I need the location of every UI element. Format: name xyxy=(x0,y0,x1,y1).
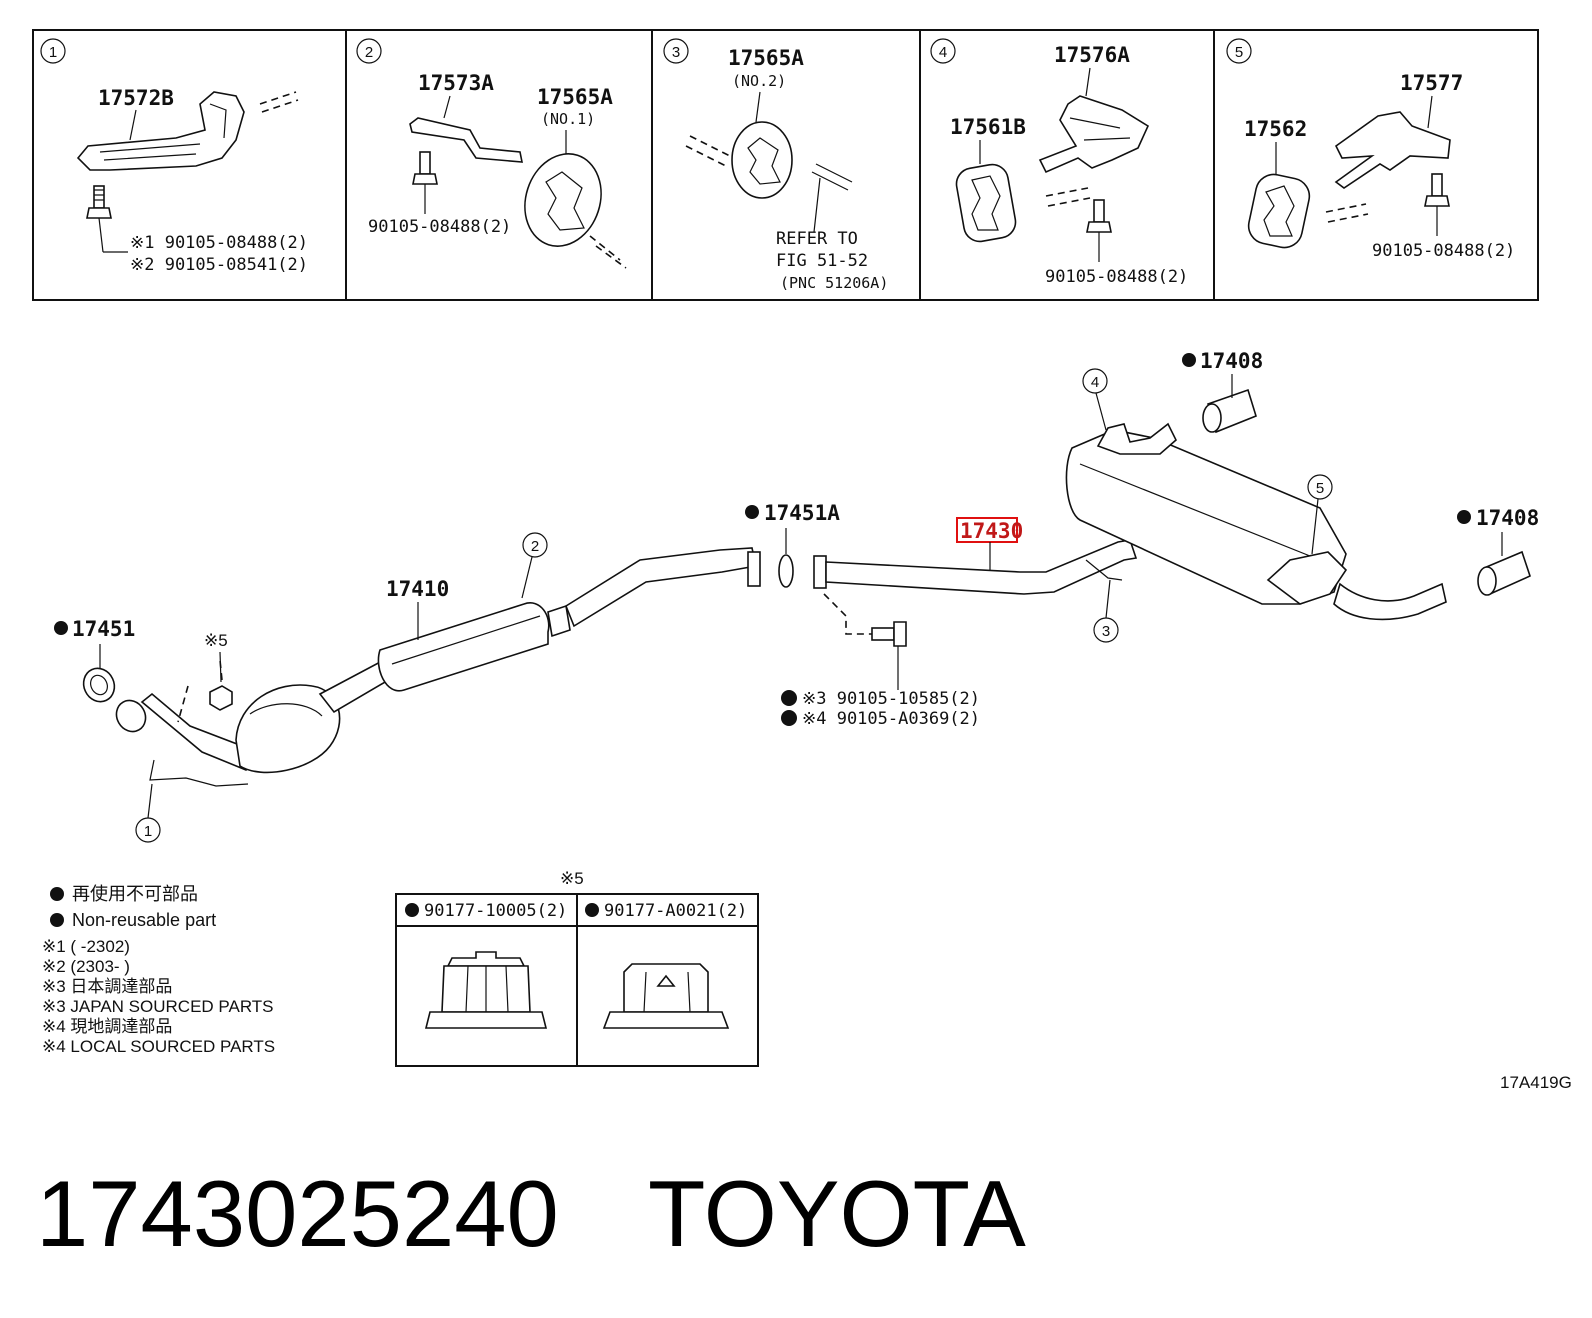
bolt-note-2: ※2 90105-08541(2) xyxy=(130,255,308,275)
legend-note-4-jp: ※4 現地調達部品 xyxy=(42,1017,172,1036)
bolt-icon xyxy=(412,151,438,185)
panel-1[interactable]: 1 17572B ※1 90105-08488(2) ※2 90105-0854… xyxy=(40,38,308,275)
part-label-17572B[interactable]: 17572B xyxy=(98,86,174,110)
nut-part-2[interactable]: 90177-A0021(2) xyxy=(604,901,747,921)
svg-text:1: 1 xyxy=(144,823,152,840)
front-pipe-icon xyxy=(115,658,394,787)
part-label-17577[interactable]: 17577 xyxy=(1400,71,1463,95)
flange-bolt-label-2[interactable]: ※4 90105-A0369(2) xyxy=(802,709,980,729)
svg-text:4: 4 xyxy=(1091,374,1099,391)
part-sublabel: (NO.1) xyxy=(541,110,595,128)
flange-nut-icon xyxy=(602,963,730,1029)
callout-5[interactable]: 5 xyxy=(1307,474,1333,555)
bracket-icon xyxy=(1334,111,1451,189)
part-label-17451[interactable]: 17451 xyxy=(72,617,135,641)
diagram-code: 17A419G xyxy=(1500,1073,1572,1092)
legend-note-1: ※1 ( -2302) xyxy=(42,937,130,956)
part-label-17408-top[interactable]: 17408 xyxy=(1200,349,1263,373)
part-label-17565A-no1[interactable]: 17565A xyxy=(537,85,613,109)
legend-note-4-en: ※4 LOCAL SOURCED PARTS xyxy=(42,1037,275,1056)
panel-index: 5 xyxy=(1235,44,1243,61)
brand-title: TOYOTA xyxy=(648,1161,1026,1266)
bolt-label[interactable]: 90105-08488(2) xyxy=(368,217,511,237)
rubber-mount-icon xyxy=(524,153,602,247)
flange-nut-icon xyxy=(424,951,548,1029)
part-label-17430[interactable]: 17430 xyxy=(960,519,1023,543)
refer-note-line2[interactable]: FIG 51-52 xyxy=(776,251,868,271)
legend-non-reusable-en: Non-reusable part xyxy=(72,910,216,930)
exhaust-tip-icon xyxy=(1477,550,1531,596)
hanger-rod-icon xyxy=(409,117,523,163)
highlight-box xyxy=(956,517,1018,543)
part-label-17573A[interactable]: 17573A xyxy=(418,71,494,95)
nut-part-1[interactable]: 90177-10005(2) xyxy=(424,901,567,921)
svg-text:5: 5 xyxy=(1316,480,1324,497)
callout-2[interactable]: 2 xyxy=(521,532,548,599)
main-labels: 17410 17451 17451A 17430 17408 17408 ※5 … xyxy=(54,349,1539,843)
svg-text:2: 2 xyxy=(531,538,539,555)
ref-note-x5: ※5 xyxy=(204,631,228,650)
bolt-icon xyxy=(1424,173,1450,207)
part-label-17410[interactable]: 17410 xyxy=(386,577,449,601)
bolt-label[interactable]: 90105-08488(2) xyxy=(1372,241,1515,261)
legend-note-3-en: ※3 JAPAN SOURCED PARTS xyxy=(42,997,274,1016)
bolt-icon xyxy=(871,621,907,647)
svg-text:3: 3 xyxy=(1102,623,1110,640)
rubber-mount-icon xyxy=(1247,173,1311,249)
panel-index: 3 xyxy=(672,44,680,61)
part-label-17576A[interactable]: 17576A xyxy=(1054,43,1130,67)
panel-5[interactable]: 5 17577 17562 90105-08488(2) xyxy=(1226,38,1515,261)
part-sublabel: (NO.2) xyxy=(732,72,786,90)
exhaust-tip-icon xyxy=(1202,388,1257,434)
exhaust-assembly xyxy=(82,388,1531,787)
center-pipe-icon xyxy=(377,547,761,692)
part-label-17451A[interactable]: 17451A xyxy=(764,501,840,525)
gasket-icon xyxy=(82,667,116,703)
gasket-icon xyxy=(778,554,794,588)
callout-3[interactable]: 3 xyxy=(1093,579,1119,643)
flange-bolt-label-1[interactable]: ※3 90105-10585(2) xyxy=(802,689,980,709)
panel-index: 1 xyxy=(49,44,57,61)
nut-table: ※5 90177-10005(2) 90177-A0021(2) xyxy=(395,869,759,1067)
legend-non-reusable-jp: 再使用不可部品 xyxy=(72,884,198,904)
legend-note-2: ※2 (2303- ) xyxy=(42,957,130,976)
nut-icon xyxy=(209,685,233,711)
rubber-mount-icon xyxy=(955,163,1017,243)
panel-2[interactable]: 2 17573A 17565A (NO.1) 90105-08488(2) xyxy=(356,38,627,269)
panel-3[interactable]: 3 17565A (NO.2) REFER TO FIG 51-52 (PNC … xyxy=(663,38,888,292)
legend-note-3-jp: ※3 日本調達部品 xyxy=(42,977,172,996)
refer-note-line1: REFER TO xyxy=(776,229,858,249)
part-label-17561B[interactable]: 17561B xyxy=(950,115,1026,139)
bolt-icon xyxy=(1086,199,1112,233)
tail-pipe-icon xyxy=(813,539,1138,595)
part-number-title: 1743025240 xyxy=(36,1161,559,1266)
callout-4[interactable]: 4 xyxy=(1082,368,1108,431)
bracket-icon xyxy=(1038,95,1150,174)
nut-table-title: ※5 xyxy=(560,869,584,888)
bolt-note-1: ※1 90105-08488(2) xyxy=(130,233,308,253)
panel-4[interactable]: 4 17576A 17561B 90105-08488(2) xyxy=(930,38,1188,287)
rubber-mount-icon xyxy=(731,121,793,199)
callout-1[interactable]: 1 xyxy=(135,783,161,843)
panel-index: 2 xyxy=(365,44,373,61)
main-muffler-icon xyxy=(1065,422,1447,621)
bolt-label[interactable]: 90105-08488(2) xyxy=(1045,267,1188,287)
part-label-17565A-no2[interactable]: 17565A xyxy=(728,46,804,70)
part-label-17562[interactable]: 17562 xyxy=(1244,117,1307,141)
bolt-icon xyxy=(86,185,112,219)
detail-panels xyxy=(32,29,1539,301)
refer-note-line3: (PNC 51206A) xyxy=(780,274,888,292)
part-label-17408-right[interactable]: 17408 xyxy=(1476,506,1539,530)
panel-index: 4 xyxy=(939,44,947,61)
legend: 再使用不可部品 Non-reusable part ※1 ( -2302) ※2… xyxy=(42,884,275,1056)
